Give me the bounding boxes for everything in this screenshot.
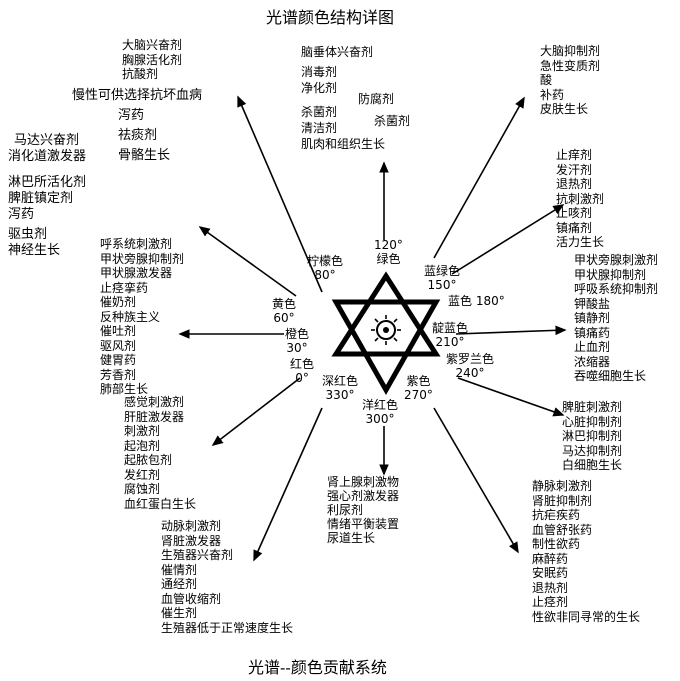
arrow-bottom-left — [253, 407, 323, 562]
hue-green: 120°绿色 — [374, 238, 403, 266]
effects-top-center-a: 脑垂体兴奋剂 消毒剂 净化剂 — [301, 45, 374, 95]
arrow-left-upper — [198, 226, 297, 297]
arrow-top-left — [237, 95, 323, 293]
effects-top-left-b: 慢性可供选择抗坏血病 泻药 祛痰剂 骨骼生长 — [72, 88, 203, 163]
diagram-title: 光谱颜色结构详图 — [266, 8, 395, 27]
effects-bottom-center: 肾上腺刺激物强心剂激发器利尿剂情绪平衡装置尿道生长 — [327, 475, 400, 545]
effects-left-upper: 马达兴奋剂 消化道激发器 淋巴所活化剂 脾脏镇定剂 泻药 驱虫剂 神经生长 — [8, 133, 87, 258]
effects-top-left-a: 大脑兴奋剂胸腺活化剂抗酸剂 — [122, 38, 183, 81]
arrow-left-lower — [211, 377, 301, 446]
arrow-right-upper — [451, 204, 565, 275]
sun-symbol — [371, 315, 401, 345]
effects-bottom-left: 动脉刺激剂肾脏激发器生殖器兴奋剂催情剂通经剂血管收缩剂催生剂生殖器低于正常速度生… — [161, 519, 294, 635]
effects-right-mid: 甲状旁腺刺激剂甲状腺抑制剂呼吸系统抑制剂钾酸盐镇静剂镇痛药止血剂浓缩器吞噬细胞生… — [574, 253, 659, 383]
effects-right-lower: 脾脏刺激剂心脏抑制剂淋巴抑制剂马达抑制剂白细胞生长 — [562, 400, 623, 472]
effects-bottom-right: 静脉刺激剂肾脏抑制剂抗疟疾药血管舒张药制性欲药麻醉药安眠药退热剂止痉剂性欲非同寻… — [532, 479, 641, 624]
effects-left-lower: 感觉刺激剂肝脏激发器刺激剂起泡剂起脓包剂发红剂腐蚀剂血红蛋白生长 — [124, 395, 197, 511]
arrow-bottom-right — [433, 407, 519, 554]
arrow-top-right — [433, 96, 525, 259]
effects-top-center-b: 杀菌剂清洁剂肌肉和组织生长 — [301, 105, 386, 151]
effects-top-right: 大脑抑制剂急性变质剂酸补药皮肤生长 — [540, 44, 601, 116]
arrow-right-lower — [457, 377, 565, 417]
effects-right-upper: 止痒剂发汗剂退热剂抗刺激剂止咳剂镇痛剂活力生长 — [556, 148, 605, 249]
arrow-right-mid — [455, 325, 567, 336]
star-of-david — [331, 271, 441, 396]
effects-left-mid: 呼系统刺激剂甲状旁腺抑制剂甲状腺激发器止痉挛药催奶剂反种族主义催吐剂驱风剂健胃药… — [100, 237, 185, 396]
effects-top-center-c: 防腐剂 杀菌剂 — [358, 92, 411, 128]
hue-blue: 蓝色 180° — [448, 294, 505, 308]
diagram-caption: 光谱--颜色贡献系统 — [248, 658, 387, 677]
